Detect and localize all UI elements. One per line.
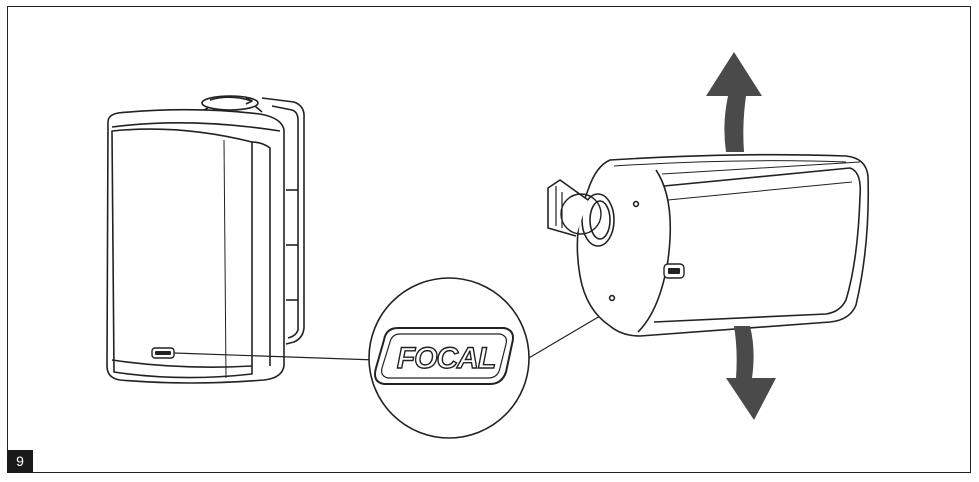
tilt-arrows xyxy=(706,52,776,420)
speaker-front-view xyxy=(106,95,305,384)
focal-logo-text: FOCAL xyxy=(397,342,495,375)
tilt-down-arrow xyxy=(726,326,776,420)
figure-frame xyxy=(7,6,971,473)
tilt-up-arrow xyxy=(706,52,762,152)
figure-number-badge: 9 xyxy=(7,450,33,473)
logo-zoom-callout: FOCAL xyxy=(368,277,530,439)
speaker-side-view xyxy=(547,153,870,337)
